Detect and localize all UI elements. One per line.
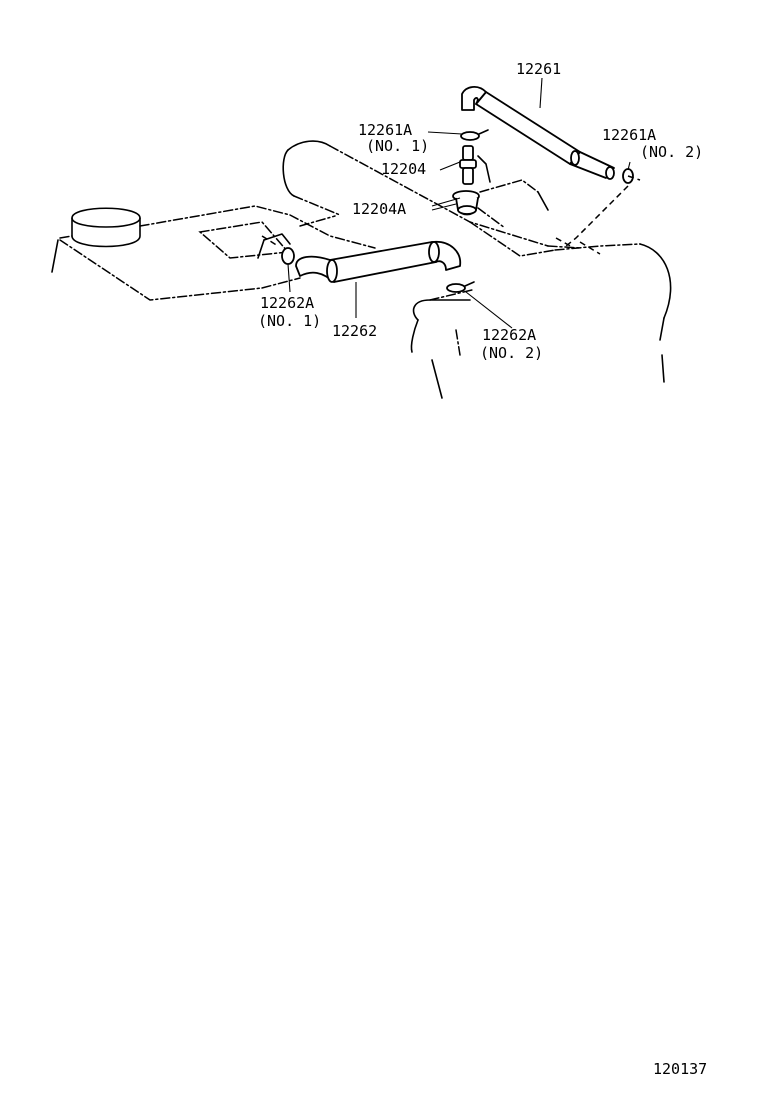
clamp-12262a-no1 xyxy=(257,233,295,265)
label-12261a-no2: 12261A xyxy=(602,126,656,144)
connection-lines xyxy=(261,175,641,255)
label-12204: 12204 xyxy=(381,160,426,178)
hose-12261 xyxy=(461,86,615,180)
figure-number: 120137 xyxy=(653,1060,707,1078)
pcv-valve-12204 xyxy=(459,145,491,185)
leader-lines xyxy=(287,77,631,329)
label-12262: 12262 xyxy=(332,322,377,340)
label-12261: 12261 xyxy=(516,60,561,78)
grommet-12204a xyxy=(452,190,480,216)
hose-12262 xyxy=(295,240,462,283)
label-12262a-no1-sub: (NO. 1) xyxy=(258,312,321,330)
clamp-12262a-no2 xyxy=(446,281,475,293)
engine-outline xyxy=(51,140,672,399)
label-12262a-no2: 12262A xyxy=(482,326,536,344)
label-12262a-no2-sub: (NO. 2) xyxy=(480,344,543,362)
label-12261a-no1: 12261A xyxy=(358,121,412,139)
label-12262a-no1: 12262A xyxy=(260,294,314,312)
label-12204a: 12204A xyxy=(352,200,406,218)
clamp-12261a-no1 xyxy=(460,129,489,141)
label-12261a-no1-sub: (NO. 1) xyxy=(366,137,429,155)
label-12261a-no2-sub: (NO. 2) xyxy=(640,143,703,161)
